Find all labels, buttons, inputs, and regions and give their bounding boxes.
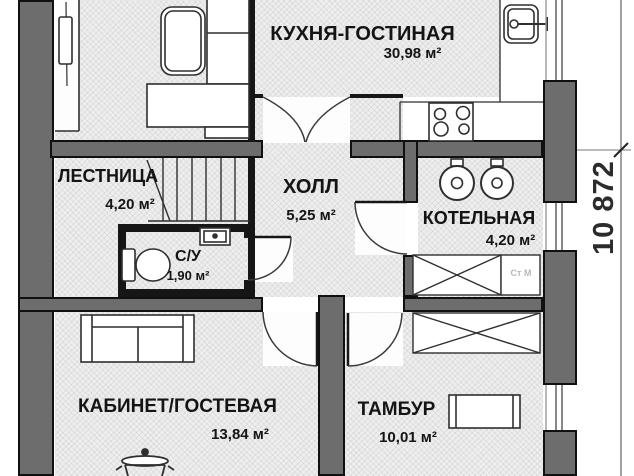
room-label-vestibule: ТАМБУР [357,399,436,420]
wall-bathroom-bottom [118,289,252,297]
room-area-vestibule: 10,01 м² [379,429,437,446]
dimension-value: 10 872 [588,160,620,255]
wall-h1-left [50,140,263,158]
door-swing-study [263,312,317,366]
room-area-study-guest: 13,84 м² [211,426,269,443]
floor-living-corner [55,0,250,140]
wall-partition-study-vestibule [318,295,345,476]
stove-icon [428,102,474,142]
room-label-staircase: ЛЕСТНИЦА [57,166,159,186]
room-area-staircase: 4,20 м² [105,196,155,213]
wall-bathroom-right-upper [244,224,252,238]
washing-machine-label: Ст М [510,268,532,278]
door-swing-kitchen [263,97,350,143]
floor-kitchen-living [255,0,500,97]
door-swing-boiler [355,203,406,255]
wall-outer-right-upper [543,80,577,203]
room-area-hall: 5,25 м² [286,207,336,224]
wall-boiler-left-top [403,140,418,203]
wall-outer-right-lower [543,430,577,476]
door-swing-vestibule [348,313,403,366]
wall-h2-left [18,297,263,312]
wall-h1-right [350,140,543,158]
room-area-boiler: 4,20 м² [485,232,536,249]
window-vestibule [543,385,577,430]
wall-outer-right-middle [543,250,577,385]
room-area-bathroom: 1,90 м² [166,268,210,283]
room-label-study-guest: КАБИНЕТ/ГОСТЕВАЯ [78,396,277,417]
window-boiler [543,203,577,250]
wall-bathroom-right-lower [244,280,252,297]
wall-niche [55,0,79,131]
room-label-boiler: КОТЕЛЬНАЯ [422,208,536,228]
room-area-kitchen-living: 30,98 м² [383,45,442,62]
kitchen-sink-icon [503,4,548,44]
room-label-kitchen-living: КУХНЯ-ГОСТИНАЯ [270,23,455,45]
wall-bathroom-left [118,224,126,297]
window-kitchen [543,0,577,80]
wall-kitchen-jamb-left [254,94,263,98]
room-label-bathroom: С/У [175,248,201,265]
wall-kitchen-jamb-right [350,94,403,98]
wall-boiler-left-bottom [403,255,418,297]
wall-v1 [248,0,255,142]
wall-outer-left [18,0,54,476]
room-label-hall: ХОЛЛ [283,176,339,198]
wall-bathroom-top [118,224,252,232]
wall-h2-right [403,297,543,312]
